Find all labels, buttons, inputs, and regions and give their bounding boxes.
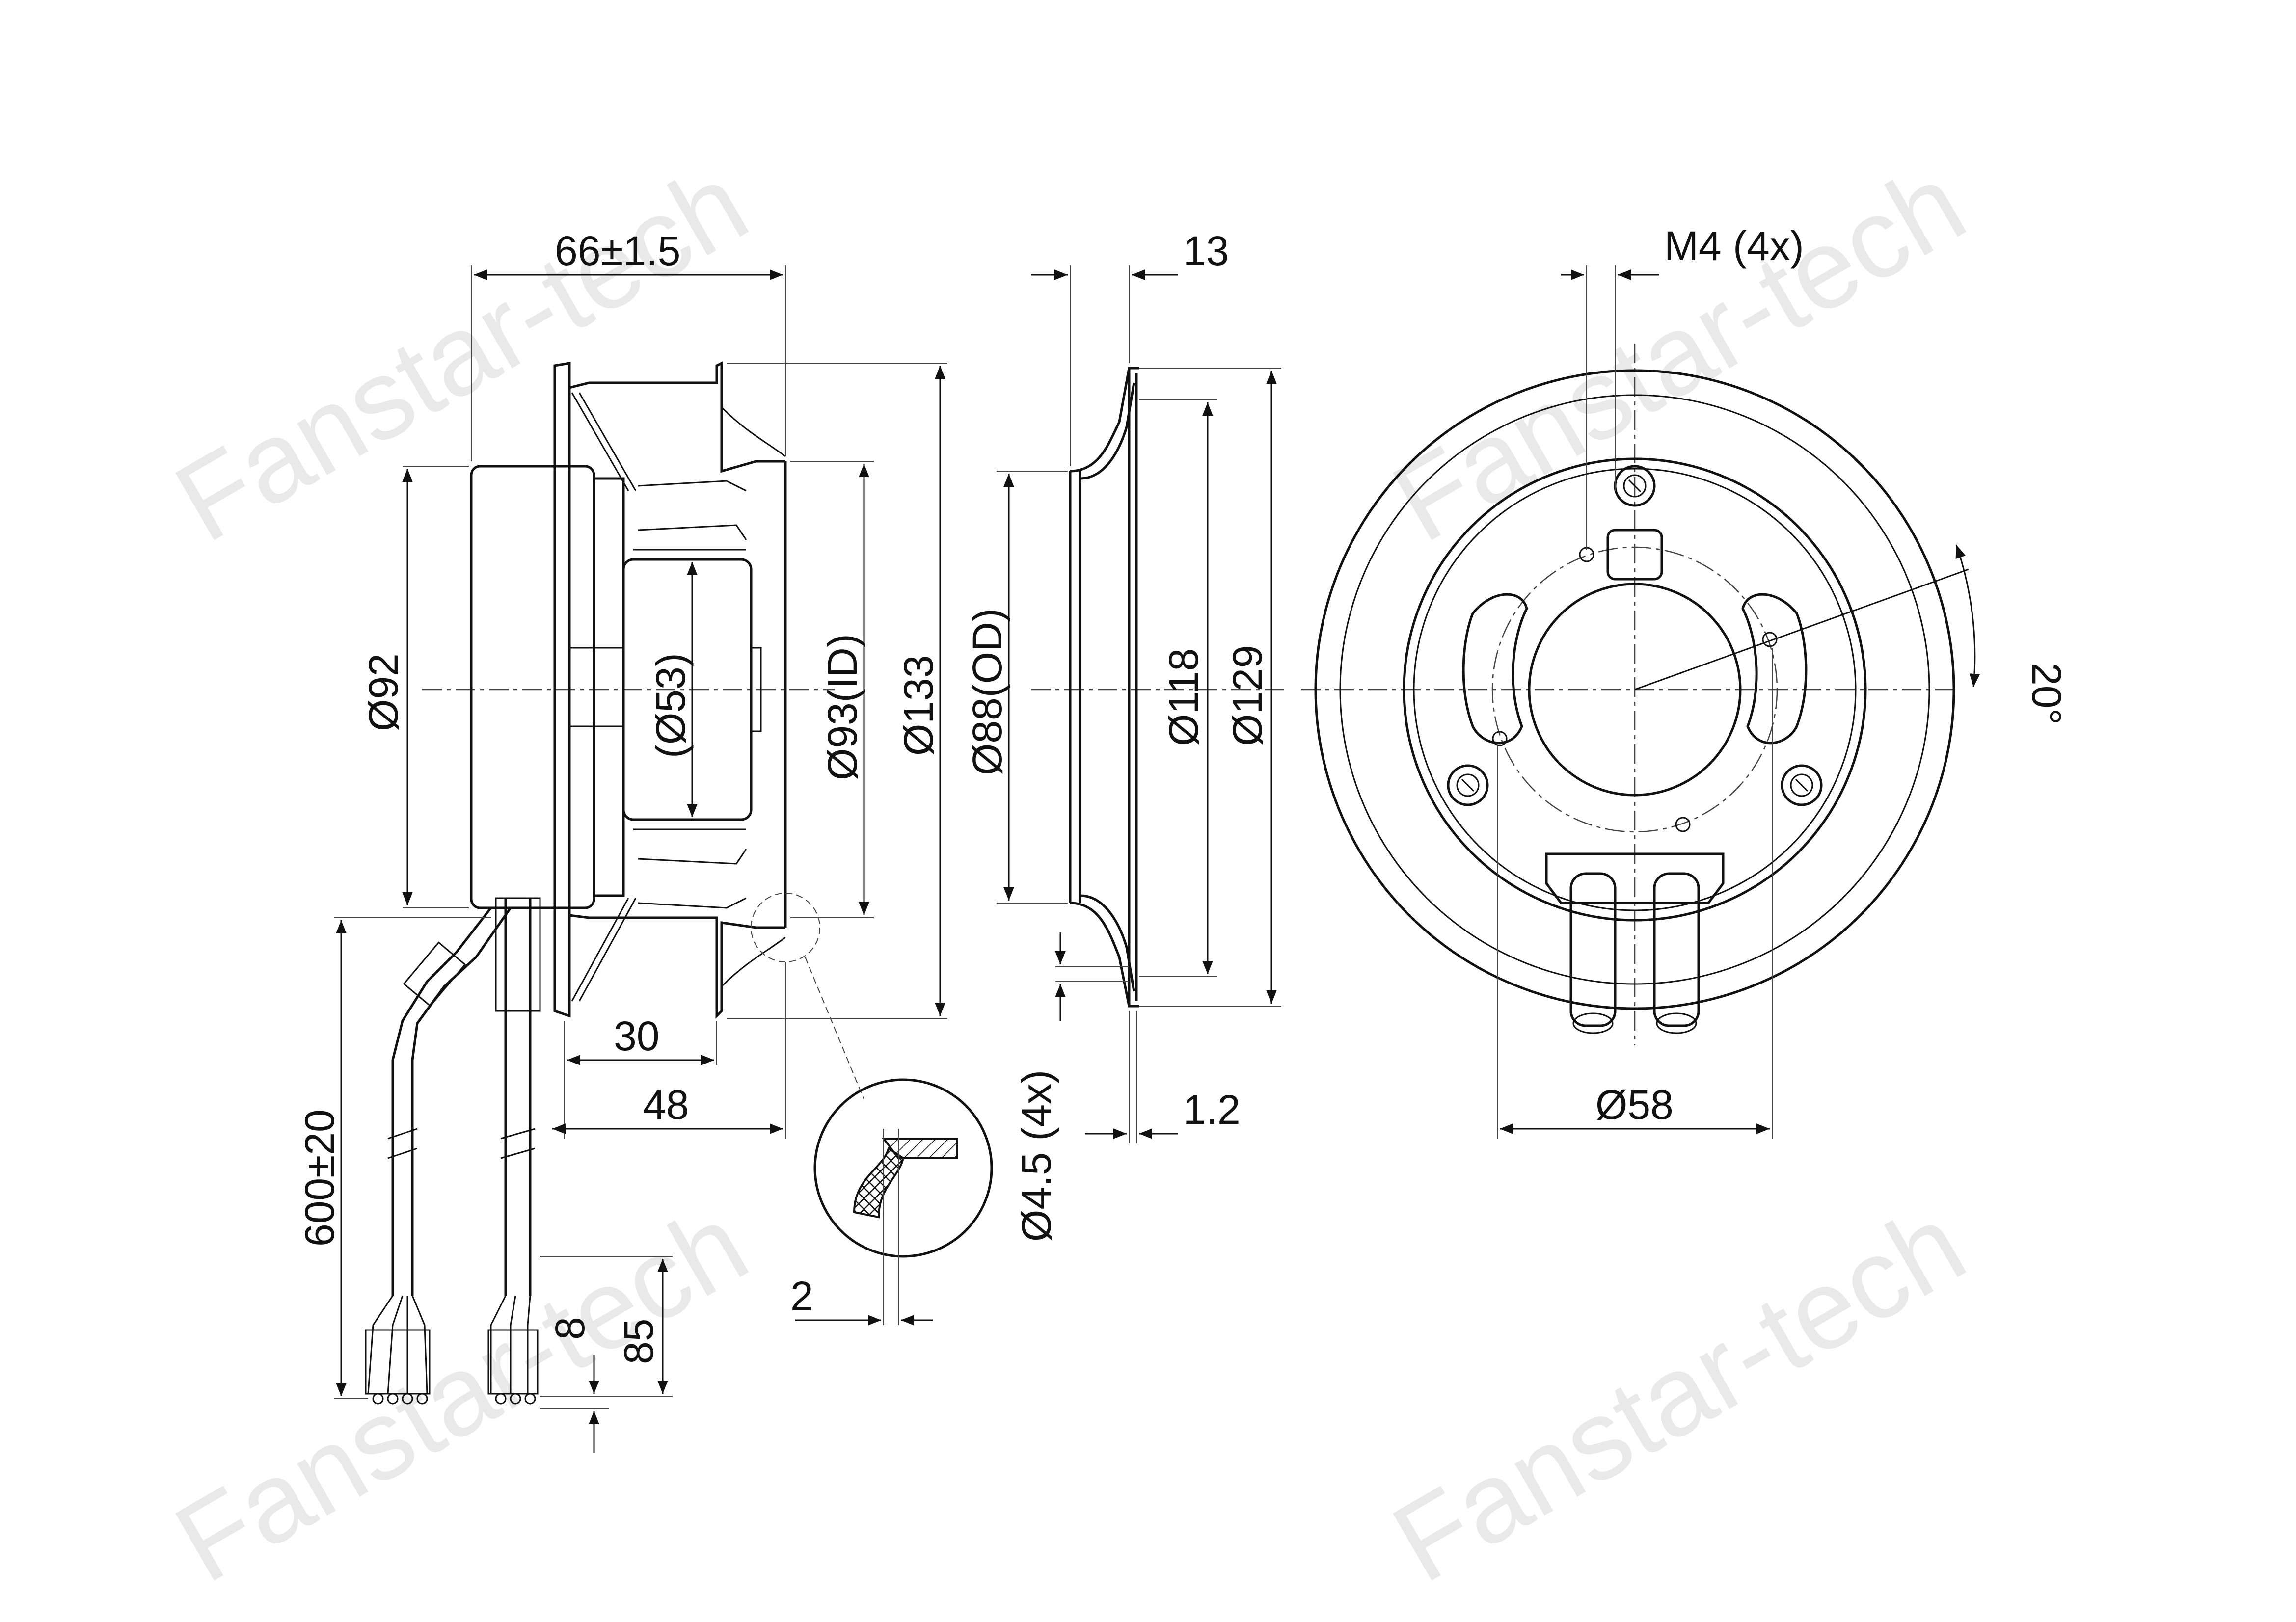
dim-depth-48: 48 (643, 1082, 689, 1128)
dim-flange-depth: 13 (1183, 228, 1229, 274)
dim-detail-2: 2 (790, 1273, 813, 1319)
dim-strip-85: 85 (616, 1319, 662, 1364)
inlet-ring-view: 13 Ø88(OD) Ø118 Ø129 Ø4.5 (4x) 1.2 (964, 228, 1286, 1242)
dim-ring-129: Ø129 (1224, 645, 1270, 746)
dim-overall-depth: 66±1.5 (555, 228, 680, 274)
dim-hub-dia: (Ø53) (648, 653, 694, 758)
screw-left (1447, 764, 1489, 806)
side-view: 66±1.5 Ø92 (Ø53) Ø93(ID) Ø133 30 48 600± (297, 228, 947, 1453)
dim-thickness: 1.2 (1183, 1087, 1241, 1133)
dim-inlet-id: Ø93(ID) (819, 634, 865, 780)
dim-ring-od: Ø88(OD) (964, 608, 1010, 775)
dim-angle: 20° (2024, 663, 2070, 725)
dim-wheel-dia: Ø133 (895, 655, 942, 756)
screw-right (1781, 764, 1823, 806)
watermark-top-left: Fanstar-tech (155, 139, 767, 565)
wire-ends-right (487, 1295, 539, 1405)
watermark-bottom-right: Fanstar-tech (1373, 1180, 1985, 1606)
dim-depth-30: 30 (614, 1013, 659, 1059)
dim-cable-length: 600±20 (297, 1109, 343, 1247)
front-view: 20° M4 (4x) Ø58 (1301, 223, 2070, 1139)
watermark-bottom-left: Fanstar-tech (155, 1180, 767, 1606)
dim-bolt-circle: Ø58 (1595, 1082, 1674, 1128)
dim-strip-8: 8 (547, 1317, 593, 1340)
dim-hole-dia: Ø4.5 (4x) (1013, 1070, 1059, 1242)
wire-ends-left (365, 1295, 431, 1405)
dim-motor-dia: Ø92 (360, 653, 406, 731)
dim-ring-118: Ø118 (1161, 648, 1207, 746)
dim-mount-thread: M4 (4x) (1664, 223, 1804, 269)
detail-view: 2 (790, 957, 993, 1326)
